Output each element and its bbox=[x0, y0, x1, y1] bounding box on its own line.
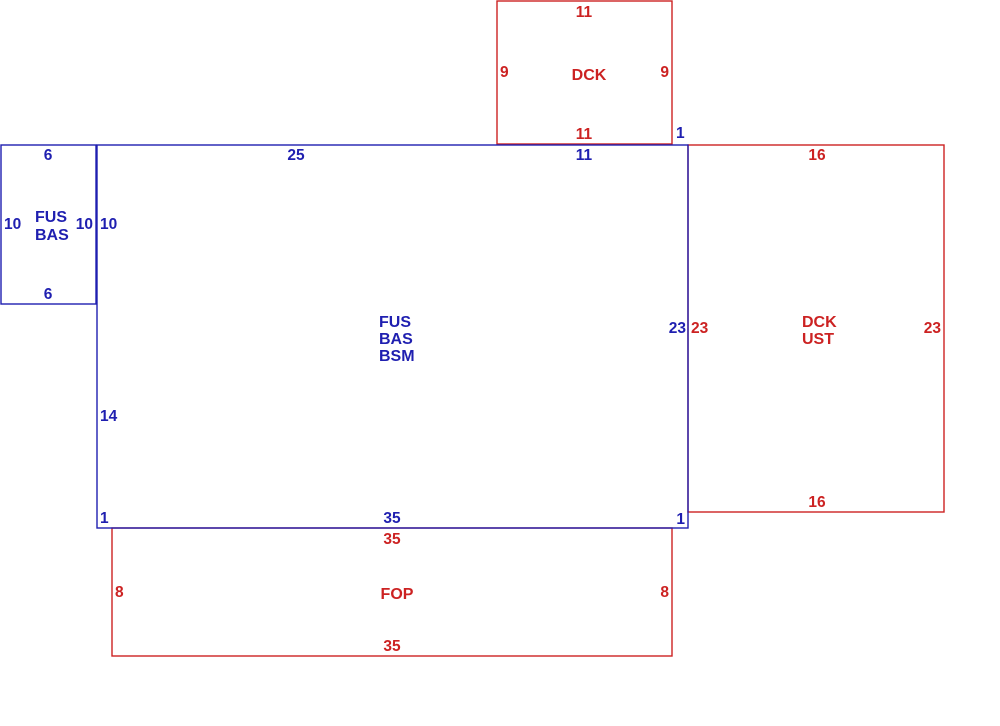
south-dim-left: 8 bbox=[115, 584, 124, 601]
west-dim-bottom: 6 bbox=[44, 286, 53, 303]
south-dim-top: 35 bbox=[383, 531, 401, 548]
west-wing-outline bbox=[0, 144, 97, 305]
south-code-1: FOP bbox=[381, 586, 414, 603]
main-corner-right-bottom: 1 bbox=[676, 511, 685, 528]
west-dim-left: 10 bbox=[4, 216, 21, 233]
west-code-2: BAS bbox=[35, 227, 69, 244]
main-dim-bottom: 35 bbox=[383, 510, 401, 527]
north-dim-right: 9 bbox=[660, 64, 669, 81]
main-code-2: BAS bbox=[379, 331, 413, 348]
west-dim-right-inner: 10 bbox=[76, 216, 93, 233]
area-outlines bbox=[0, 0, 945, 657]
south-dim-bottom: 35 bbox=[383, 638, 401, 655]
east-dim-bottom: 16 bbox=[808, 494, 826, 511]
north-dim-left: 9 bbox=[500, 64, 509, 81]
north-deck-outline bbox=[496, 0, 673, 145]
north-code-1: DCK bbox=[572, 67, 607, 84]
west-dim-right-outer: 10 bbox=[100, 216, 117, 233]
west-code-1: FUS bbox=[35, 209, 67, 226]
main-dim-top-right: 11 bbox=[576, 147, 593, 164]
north-dim-bottom: 11 bbox=[576, 126, 593, 143]
main-code-3: BSM bbox=[379, 348, 415, 365]
north-deck-labels: 11 11 9 9 DCK bbox=[500, 4, 669, 143]
west-wing-labels: 6 6 10 10 10 FUS BAS bbox=[4, 147, 117, 303]
east-code-2: UST bbox=[802, 331, 834, 348]
west-dim-top: 6 bbox=[44, 147, 53, 164]
north-dim-top: 11 bbox=[576, 4, 593, 21]
main-dim-left: 14 bbox=[100, 408, 118, 425]
east-dim-right: 23 bbox=[924, 320, 942, 337]
main-area-outline bbox=[96, 144, 689, 529]
main-corner-right-top: 1 bbox=[676, 125, 685, 142]
east-code-1: DCK bbox=[802, 314, 837, 331]
south-dim-right: 8 bbox=[660, 584, 669, 601]
main-dim-right: 23 bbox=[669, 320, 687, 337]
east-deck-labels: 16 16 23 23 DCK UST bbox=[691, 147, 941, 511]
south-porch-labels: 35 35 8 8 FOP bbox=[115, 531, 669, 655]
east-dim-top: 16 bbox=[808, 147, 826, 164]
main-code-1: FUS bbox=[379, 314, 411, 331]
main-dim-top-left: 25 bbox=[287, 147, 305, 164]
main-area-labels: 25 11 23 14 35 1 1 1 FUS BAS BSM bbox=[100, 125, 686, 528]
east-dim-left: 23 bbox=[691, 320, 709, 337]
main-corner-left-bottom: 1 bbox=[100, 510, 109, 527]
